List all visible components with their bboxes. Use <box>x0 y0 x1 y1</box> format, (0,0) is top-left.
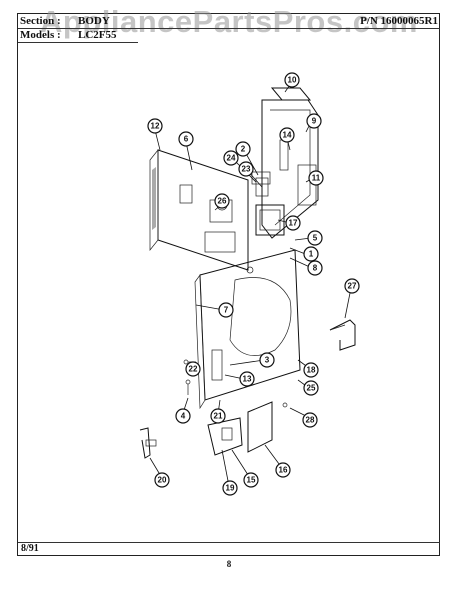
motor-block <box>255 204 285 236</box>
callout-13: 13 <box>239 371 255 387</box>
callout-27: 27 <box>344 278 360 294</box>
callout-28: 28 <box>302 412 318 428</box>
footer-divider <box>18 542 440 543</box>
svg-text:5: 5 <box>313 234 318 243</box>
svg-text:4: 4 <box>181 412 186 421</box>
callout-24: 24 <box>223 150 239 166</box>
callout-14: 14 <box>279 127 295 143</box>
callout-11: 11 <box>308 170 324 186</box>
svg-text:27: 27 <box>348 282 357 291</box>
latch <box>139 427 157 459</box>
callout-20: 20 <box>154 472 170 488</box>
callout-4: 4 <box>175 408 191 424</box>
part-number: P/N 16000065R1 <box>360 15 438 27</box>
svg-text:20: 20 <box>158 476 167 485</box>
svg-text:15: 15 <box>247 476 256 485</box>
callout-5: 5 <box>307 230 323 246</box>
svg-text:17: 17 <box>289 219 298 228</box>
svg-text:1: 1 <box>309 250 314 259</box>
svg-text:28: 28 <box>306 416 315 425</box>
callout-3: 3 <box>259 352 275 368</box>
svg-text:14: 14 <box>283 131 292 140</box>
rear-panel <box>149 149 249 271</box>
callout-10: 10 <box>284 72 300 88</box>
callout-6: 6 <box>178 131 194 147</box>
callout-8: 8 <box>307 260 323 276</box>
svg-text:7: 7 <box>224 306 229 315</box>
callout-1: 1 <box>303 246 319 262</box>
lower-plate <box>247 401 273 453</box>
svg-text:21: 21 <box>214 412 223 421</box>
small-brackets <box>251 171 271 197</box>
svg-text:8: 8 <box>313 264 318 273</box>
header-models-row: Models : LC2F55 <box>18 29 440 43</box>
svg-text:16: 16 <box>279 466 288 475</box>
header-divider-2 <box>18 42 138 43</box>
callout-19: 19 <box>222 480 238 496</box>
svg-text:12: 12 <box>151 122 160 131</box>
callout-12: 12 <box>147 118 163 134</box>
svg-text:23: 23 <box>242 165 251 174</box>
control-housing <box>207 417 243 456</box>
header-section-row: Section : BODY P/N 16000065R1 <box>18 15 440 29</box>
callout-25: 25 <box>303 380 319 396</box>
svg-text:11: 11 <box>312 174 321 183</box>
page-frame <box>17 13 440 556</box>
footer-date: 8/91 <box>21 543 39 554</box>
svg-text:24: 24 <box>227 154 236 163</box>
svg-text:9: 9 <box>312 117 317 126</box>
callout-2: 2 <box>235 141 251 157</box>
callout-21: 21 <box>210 408 226 424</box>
svg-text:18: 18 <box>307 366 316 375</box>
callout-23: 23 <box>238 161 254 177</box>
side-bracket <box>329 319 356 351</box>
svg-text:6: 6 <box>184 135 189 144</box>
callout-16: 16 <box>275 462 291 478</box>
svg-text:25: 25 <box>307 384 316 393</box>
section-value: BODY <box>78 15 110 27</box>
models-label: Models : <box>20 29 61 41</box>
section-label: Section : <box>20 15 61 27</box>
callout-22: 22 <box>185 361 201 377</box>
callout-9: 9 <box>306 113 322 129</box>
callout-18: 18 <box>303 362 319 378</box>
svg-text:2: 2 <box>241 145 246 154</box>
callout-17: 17 <box>285 215 301 231</box>
callout-7: 7 <box>218 302 234 318</box>
svg-text:26: 26 <box>218 197 227 206</box>
svg-text:10: 10 <box>288 76 297 85</box>
svg-text:22: 22 <box>189 365 198 374</box>
callout-26: 26 <box>214 193 230 209</box>
callout-15: 15 <box>243 472 259 488</box>
header-divider <box>18 28 440 29</box>
page-number: 8 <box>226 559 232 569</box>
svg-text:19: 19 <box>226 484 235 493</box>
watermark: AppliancePartsPros.com <box>40 4 418 39</box>
svg-text:3: 3 <box>265 356 270 365</box>
screws <box>183 359 288 408</box>
models-value: LC2F55 <box>78 29 117 41</box>
top-bracket-assembly <box>261 87 319 239</box>
svg-text:13: 13 <box>243 375 252 384</box>
